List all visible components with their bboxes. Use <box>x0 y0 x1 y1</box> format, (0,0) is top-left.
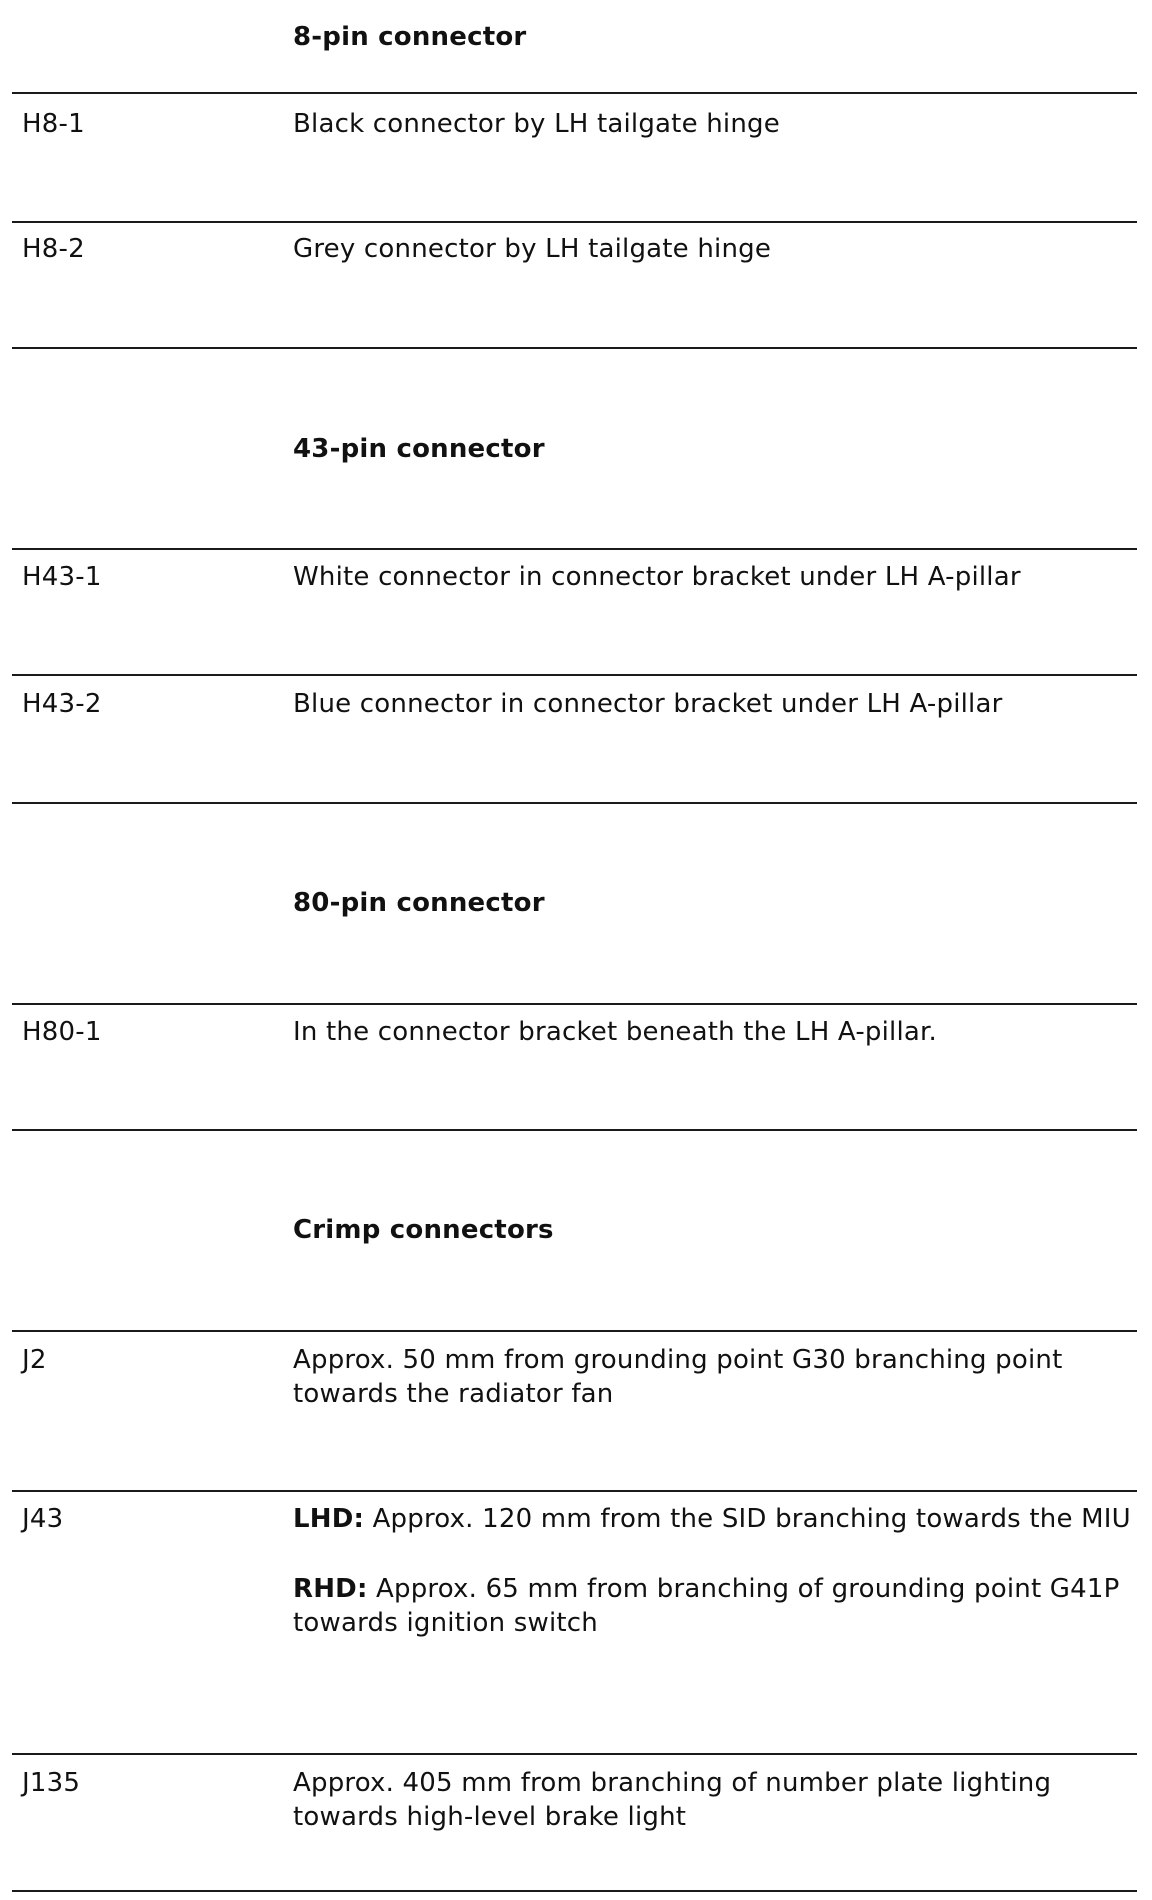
connector-code: H43-2 <box>22 689 102 719</box>
lhd-text: Approx. 120 mm from the SID branching to… <box>364 1504 1131 1534</box>
lhd-label: LHD: <box>293 1504 365 1534</box>
rhd-note: RHD: Approx. 65 mm from branching of gro… <box>293 1572 1133 1640</box>
connector-code: H8-2 <box>22 234 85 264</box>
connector-location: Blue connector in connector bracket unde… <box>293 689 1003 719</box>
divider <box>12 92 1137 94</box>
divider <box>12 548 1137 550</box>
section-heading: 43-pin connector <box>293 434 545 464</box>
connector-location: Approx. 405 mm from branching of number … <box>293 1768 1052 1832</box>
divider <box>12 221 1137 223</box>
connector-location: LHD: Approx. 120 mm from the SID branchi… <box>293 1502 1133 1640</box>
connector-code: H43-1 <box>22 562 102 592</box>
connector-code: J2 <box>22 1345 47 1375</box>
connector-code: H8-1 <box>22 109 85 139</box>
rhd-text: Approx. 65 mm from branching of groundin… <box>293 1574 1120 1638</box>
divider <box>12 1753 1137 1755</box>
divider <box>12 1490 1137 1492</box>
divider <box>12 1129 1137 1131</box>
connector-location: In the connector bracket beneath the LH … <box>293 1017 938 1047</box>
divider <box>12 802 1137 804</box>
rhd-label: RHD: <box>293 1574 368 1604</box>
connector-location: Grey connector by LH tailgate hinge <box>293 234 772 264</box>
section-heading: Crimp connectors <box>293 1215 554 1245</box>
connector-code: H80-1 <box>22 1017 102 1047</box>
connector-location: Approx. 50 mm from grounding point G30 b… <box>293 1345 1063 1409</box>
lhd-note: LHD: Approx. 120 mm from the SID branchi… <box>293 1502 1133 1536</box>
connector-location: White connector in connector bracket und… <box>293 562 1021 592</box>
divider <box>12 1330 1137 1332</box>
divider <box>12 1003 1137 1005</box>
section-heading: 80-pin connector <box>293 888 545 918</box>
connector-location: Black connector by LH tailgate hinge <box>293 109 780 139</box>
connector-code: J135 <box>22 1768 81 1798</box>
connector-code: J43 <box>22 1504 64 1534</box>
divider <box>12 674 1137 676</box>
section-heading: 8-pin connector <box>293 22 527 52</box>
divider <box>12 347 1137 349</box>
divider <box>12 1890 1137 1892</box>
